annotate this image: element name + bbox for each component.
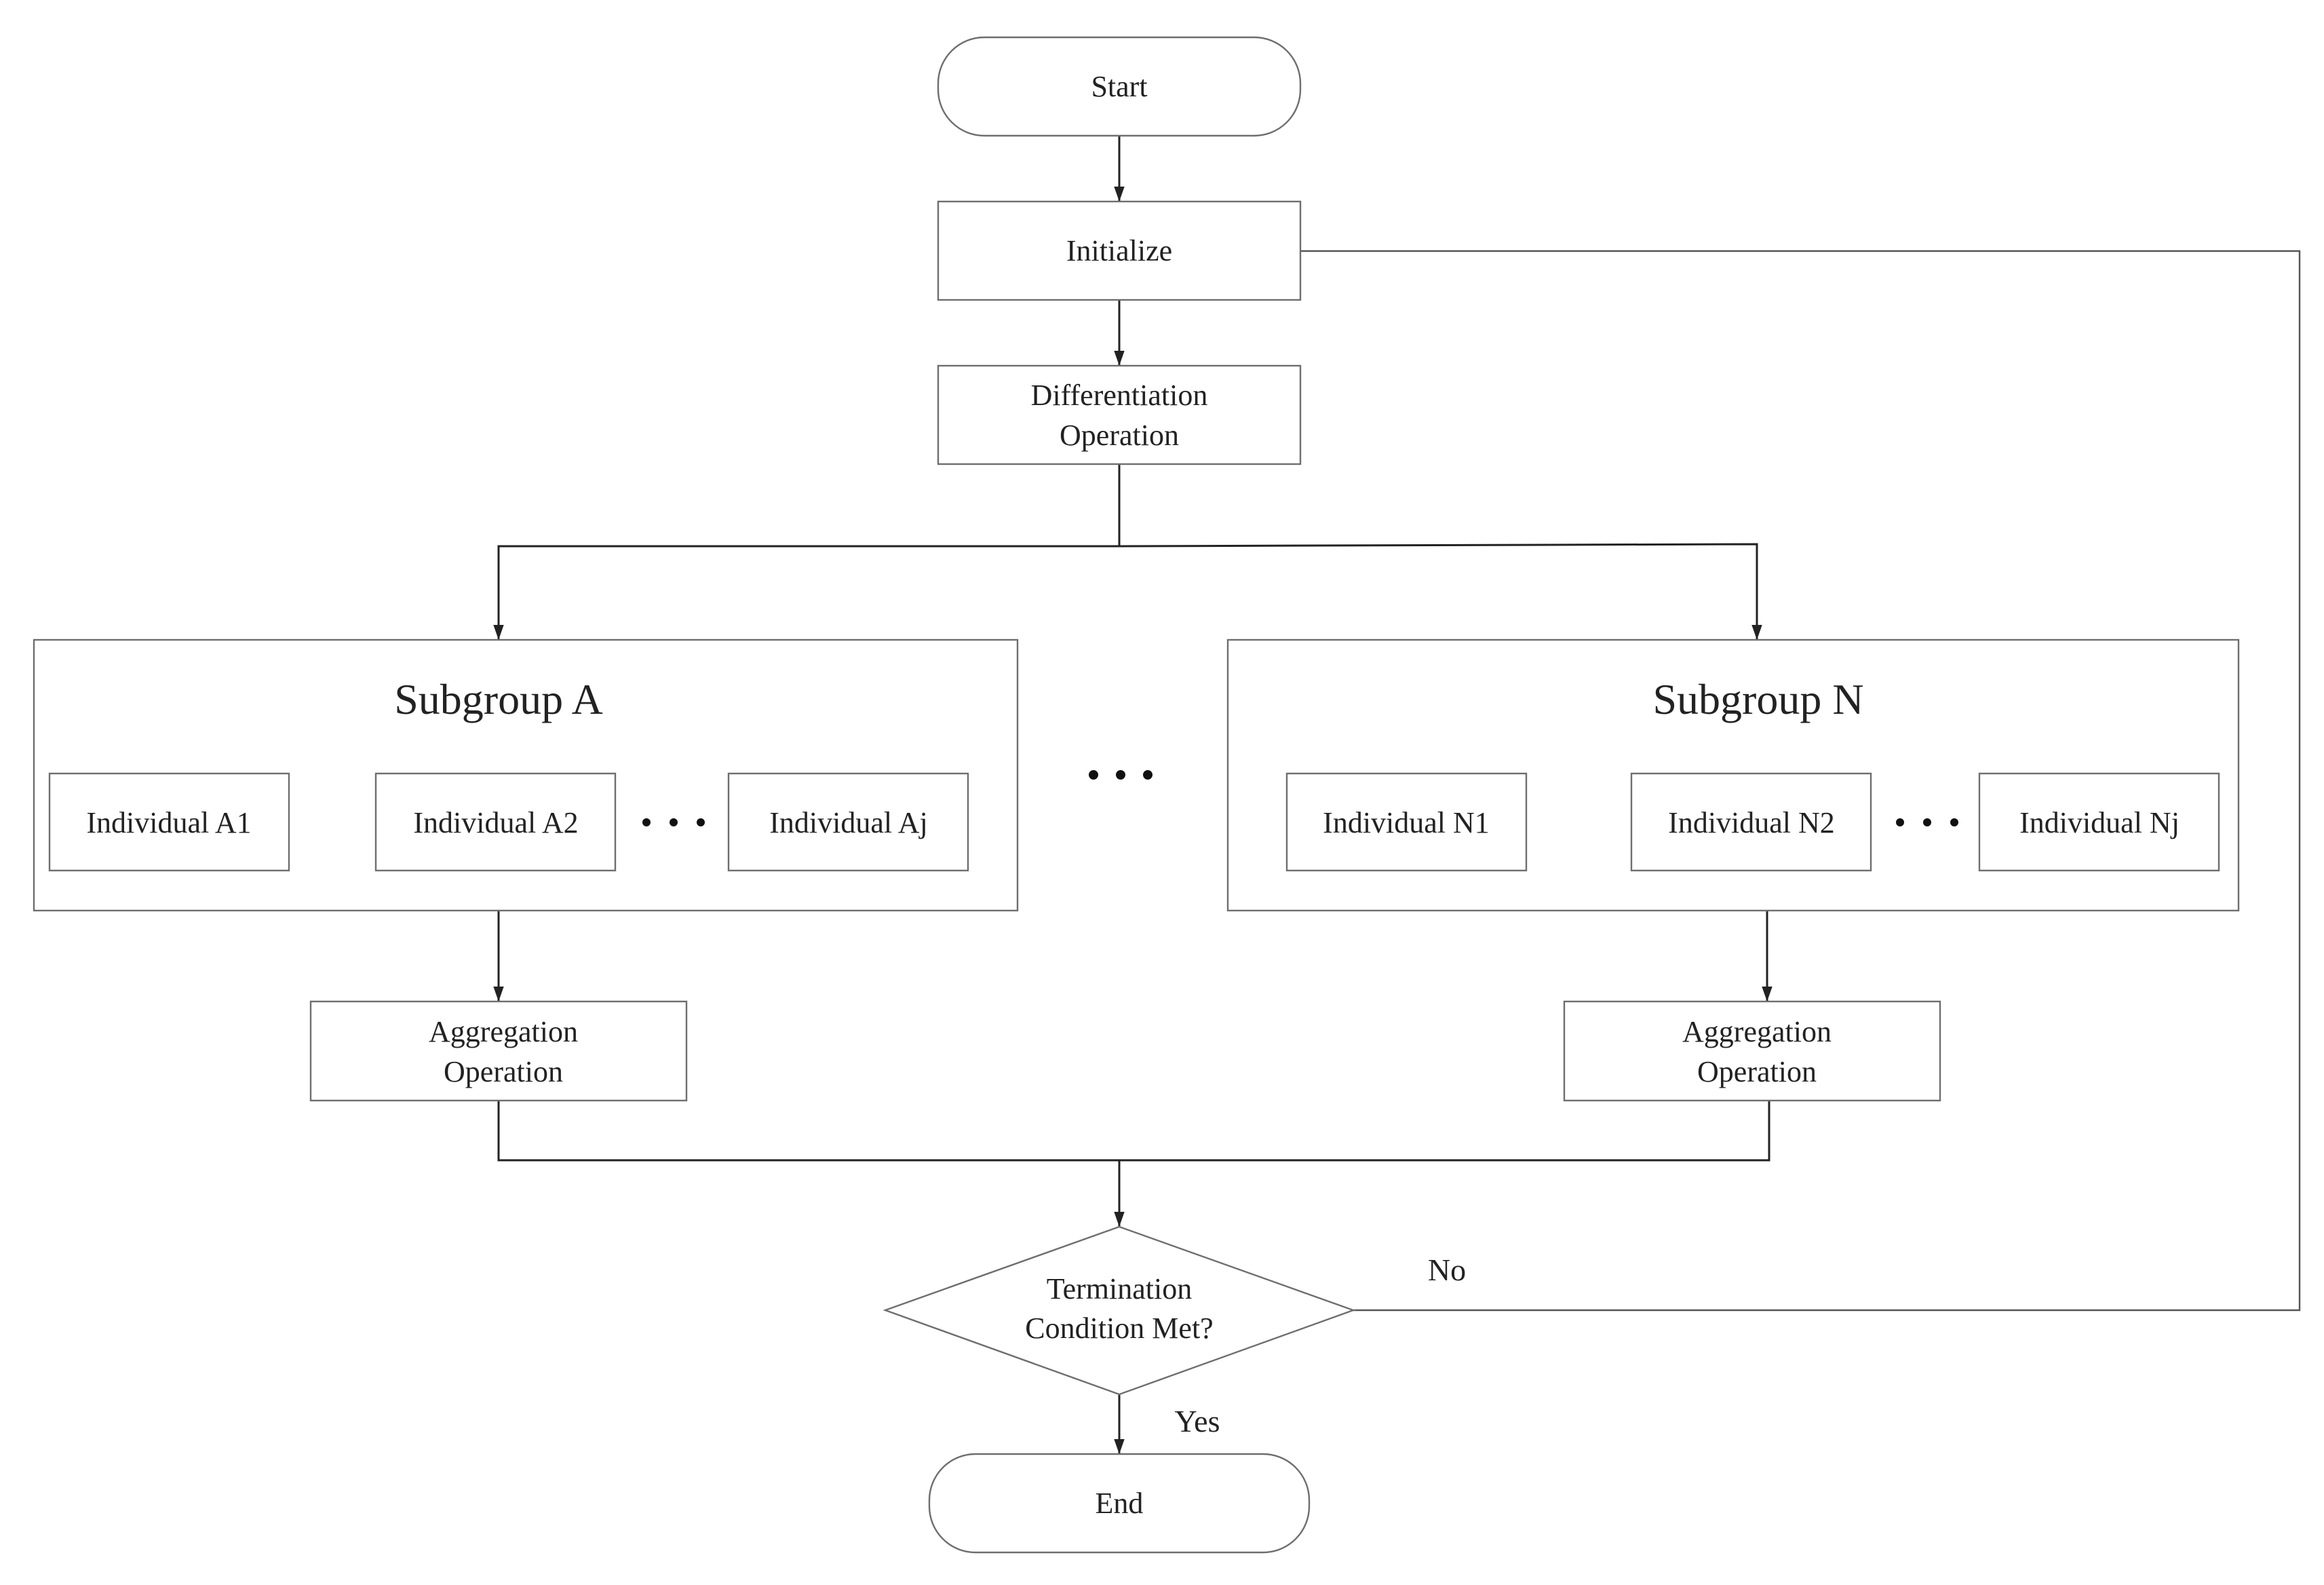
differentiation-label-line1: Differentiation — [1031, 379, 1208, 412]
individual-nj-label: Individual Nj — [2019, 806, 2180, 839]
edge-label-yes: Yes — [1175, 1404, 1220, 1438]
individual-n1-label: Individual N1 — [1323, 806, 1490, 839]
arrow-split-to-subgroup-a — [493, 545, 1119, 640]
initialize-label: Initialize — [1066, 234, 1172, 267]
connectors — [493, 136, 2301, 1454]
individual-aj: Individual Aj — [727, 772, 969, 872]
individual-a1: Individual A1 — [48, 772, 290, 872]
subgroup-a-title: Subgroup A — [394, 675, 603, 723]
aggregation-n-label-line2: Operation — [1697, 1055, 1817, 1088]
subgroup-n: Subgroup N Individual N1 Individual N2 I… — [1226, 638, 2240, 912]
end-label: End — [1096, 1487, 1144, 1520]
decision-label-line1: Termination — [1047, 1272, 1192, 1305]
decision-node: Termination Condition Met? — [883, 1225, 1356, 1396]
individual-n2: Individual N2 — [1630, 772, 1872, 872]
aggregation-a-label-line2: Operation — [444, 1055, 563, 1088]
decision-label-line2: Condition Met? — [1025, 1312, 1213, 1345]
individual-n2-label: Individual N2 — [1668, 806, 1835, 839]
line-aggregation-a-merge — [497, 1101, 1119, 1162]
start-label: Start — [1091, 70, 1147, 103]
aggregation-n-node: Aggregation Operation — [1563, 1000, 1941, 1102]
aggregation-a-node: Aggregation Operation — [309, 1000, 688, 1102]
individual-n1: Individual N1 — [1285, 772, 1528, 872]
differentiation-label-line2: Operation — [1060, 419, 1179, 452]
arrow-split-to-subgroup-n — [1119, 543, 1762, 640]
aggregation-a-label-line1: Aggregation — [429, 1015, 578, 1048]
line-aggregation-n-merge — [1119, 1101, 1770, 1162]
edge-label-no: No — [1428, 1253, 1466, 1287]
start-node: Start — [937, 36, 1302, 137]
end-node: End — [928, 1453, 1311, 1554]
individual-a1-label: Individual A1 — [86, 806, 251, 839]
ellipsis-subgroup-a — [642, 818, 705, 826]
individual-a2-label: Individual A2 — [413, 806, 578, 839]
subgroup-a: Subgroup A Individual A1 Individual A2 I… — [33, 638, 1019, 912]
ellipsis-subgroup-n — [1896, 818, 1958, 826]
differentiation-node: Differentiation Operation — [937, 364, 1302, 465]
subgroup-n-title: Subgroup N — [1652, 675, 1863, 723]
individual-aj-label: Individual Aj — [769, 806, 927, 839]
individual-a2: Individual A2 — [374, 772, 617, 872]
individual-nj: Individual Nj — [1978, 772, 2220, 872]
initialize-node: Initialize — [937, 200, 1302, 301]
aggregation-n-label-line1: Aggregation — [1682, 1015, 1832, 1048]
ellipsis-between-subgroups — [1089, 770, 1153, 780]
line-decision-no-loop — [1301, 250, 2301, 1312]
